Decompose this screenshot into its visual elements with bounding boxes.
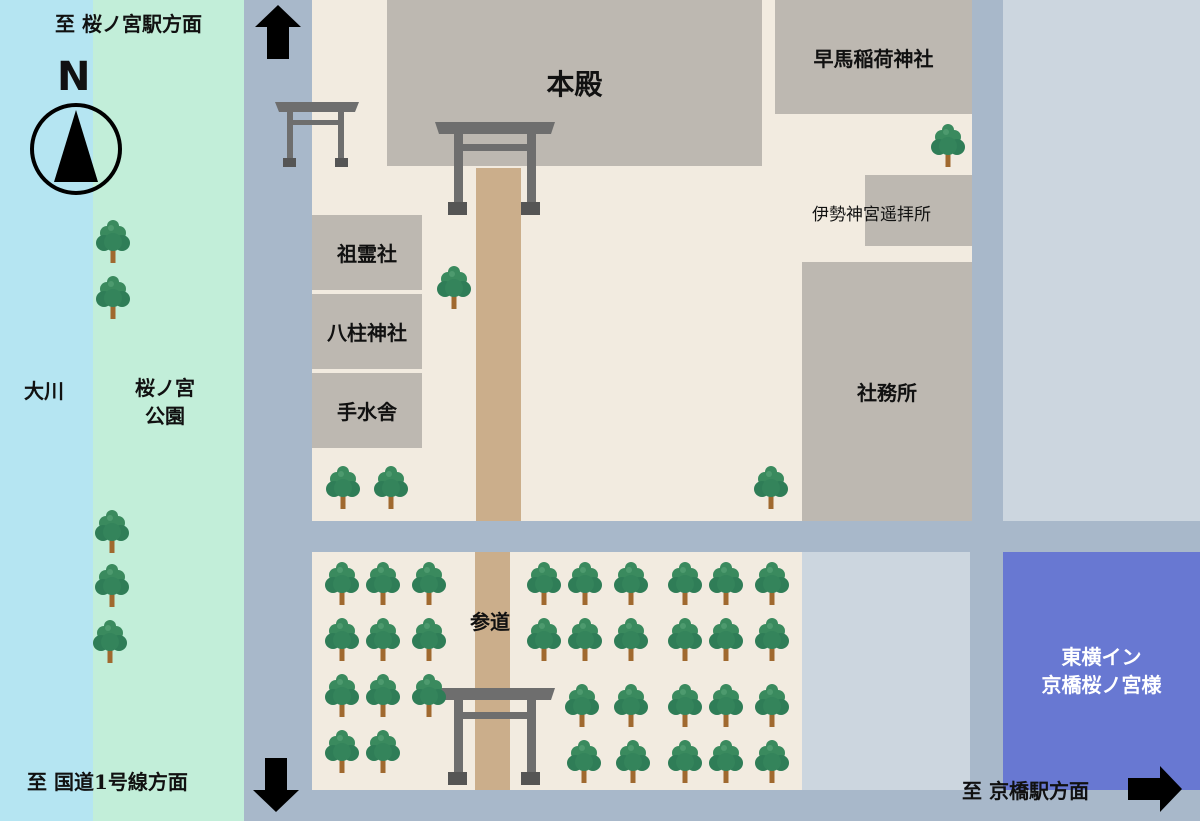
- tree-icon: [614, 618, 648, 661]
- tree-icon: [412, 618, 446, 661]
- hotel-building: 東横イン 京橋桜ノ宮様: [1003, 552, 1200, 790]
- ise-yohaisho-building: [865, 175, 972, 246]
- tree-icon: [616, 740, 650, 783]
- hashira-jinja-building: 八柱神社: [312, 294, 422, 369]
- ise-yohaisho-label: 伊勢神宮遥拝所: [812, 205, 931, 225]
- compass-north-label: N: [57, 54, 91, 100]
- park-label-line1: 桜ノ宮: [135, 376, 195, 400]
- approach-path-south: [475, 552, 510, 790]
- hotel-name-line1: 東横イン: [1061, 645, 1142, 669]
- hashira-jinja-label: 八柱神社: [327, 321, 407, 345]
- park-label: 桜ノ宮 公園: [135, 374, 195, 430]
- direction-south-label: 至 国道1号線方面: [27, 770, 188, 794]
- tree-icon: [527, 562, 561, 605]
- direction-east-label: 至 京橋駅方面: [962, 779, 1089, 803]
- torii-gate-icon: [435, 122, 555, 215]
- tree-icon: [709, 618, 743, 661]
- tree-icon: [96, 276, 130, 319]
- shamusho-building: 社務所: [802, 262, 972, 521]
- tree-icon: [755, 618, 789, 661]
- tree-icon: [366, 730, 400, 773]
- tree-icon: [931, 124, 965, 167]
- hayama-inari-label: 早馬稲荷神社: [813, 46, 934, 71]
- direction-north-label: 至 桜ノ宮駅方面: [55, 12, 202, 36]
- east-arrow-icon: [1128, 766, 1182, 812]
- empty-lot-south: [802, 552, 970, 790]
- tree-icon: [567, 740, 601, 783]
- tree-icon: [668, 562, 702, 605]
- tree-icon: [568, 618, 602, 661]
- tree-icon: [614, 562, 648, 605]
- tree-icon: [93, 620, 127, 663]
- tree-icon: [96, 220, 130, 263]
- tree-icon: [366, 562, 400, 605]
- tree-icon: [325, 730, 359, 773]
- compass-icon: [30, 103, 122, 195]
- river-label: 大川: [24, 379, 64, 403]
- empty-lot-east: [1003, 0, 1200, 521]
- tree-icon: [366, 618, 400, 661]
- tree-icon: [366, 674, 400, 717]
- torii-gate-icon: [435, 688, 555, 785]
- tree-icon: [668, 618, 702, 661]
- honden-label: 本殿: [546, 68, 603, 101]
- tree-icon: [95, 510, 129, 553]
- tree-icon: [412, 562, 446, 605]
- north-arrow-icon: [255, 5, 301, 59]
- tree-icon: [709, 684, 743, 727]
- tree-icon: [568, 562, 602, 605]
- shamusho-label: 社務所: [857, 381, 917, 405]
- tree-icon: [754, 466, 788, 509]
- temizuya-building: 手水舎: [312, 373, 422, 448]
- tree-icon: [325, 618, 359, 661]
- park-label-line2: 公園: [145, 404, 185, 428]
- temizuya-label: 手水舎: [337, 400, 397, 424]
- hayama-inari-building: 早馬稲荷神社: [775, 0, 972, 114]
- torii-gate-icon: [275, 102, 359, 167]
- tree-icon: [374, 466, 408, 509]
- approach-path-north: [476, 168, 521, 521]
- tree-icon: [527, 618, 561, 661]
- sorei-sha-building: 祖霊社: [312, 215, 422, 290]
- tree-icon: [755, 740, 789, 783]
- tree-icon: [755, 684, 789, 727]
- tree-icon: [412, 674, 446, 717]
- compass: N: [28, 55, 124, 197]
- tree-icon: [709, 562, 743, 605]
- tree-icon: [325, 674, 359, 717]
- honden-building: 本殿: [387, 0, 762, 166]
- approach-label: 参道: [470, 610, 510, 634]
- south-arrow-icon: [253, 758, 299, 812]
- tree-icon: [95, 564, 129, 607]
- tree-icon: [325, 562, 359, 605]
- tree-icon: [326, 466, 360, 509]
- tree-icon: [755, 562, 789, 605]
- tree-icon: [709, 740, 743, 783]
- tree-icon: [668, 740, 702, 783]
- tree-icon: [614, 684, 648, 727]
- sorei-sha-label: 祖霊社: [337, 242, 397, 266]
- tree-icon: [565, 684, 599, 727]
- hotel-name-line2: 京橋桜ノ宮様: [1041, 673, 1162, 697]
- tree-icon: [437, 266, 471, 309]
- tree-icon: [668, 684, 702, 727]
